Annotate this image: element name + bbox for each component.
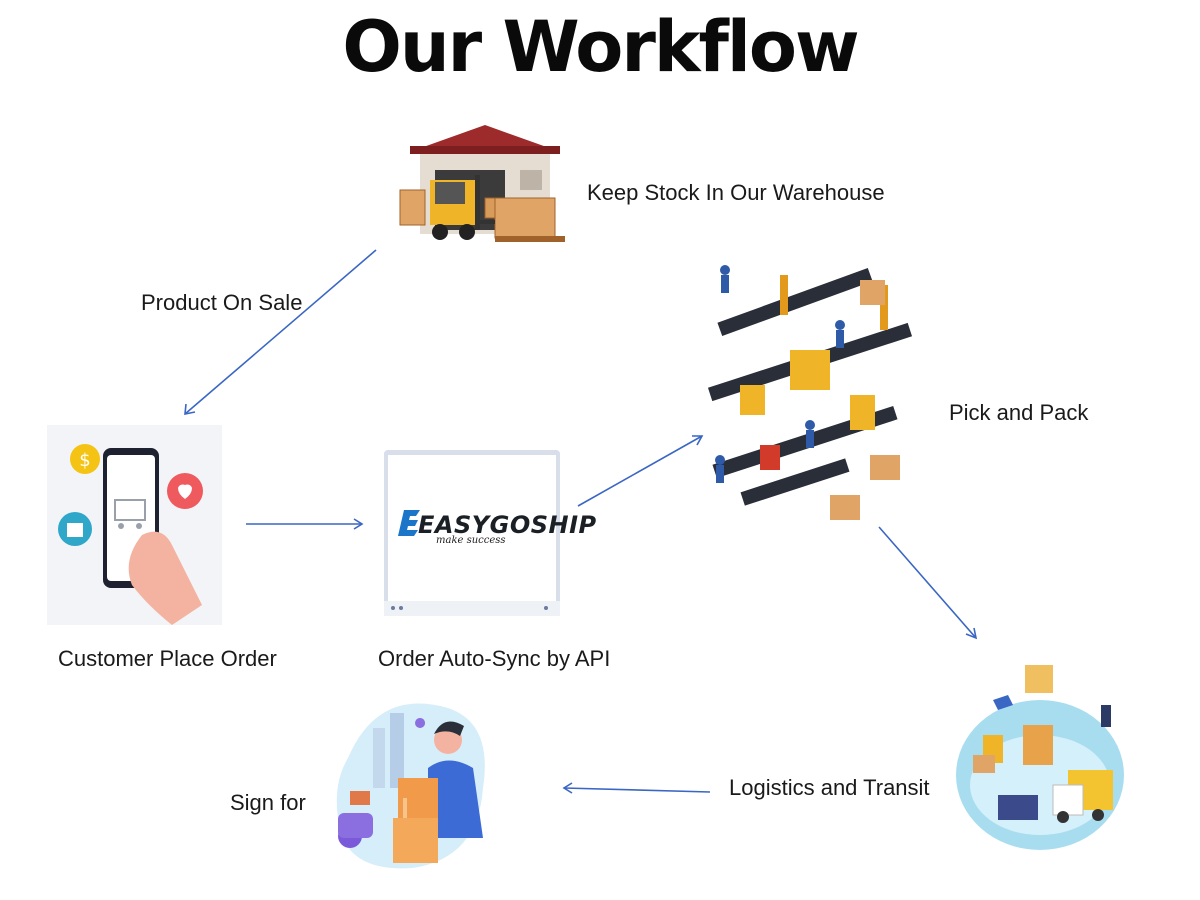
brand-tagline: make success bbox=[436, 535, 506, 546]
shopping-phone-icon: $ bbox=[47, 425, 222, 625]
svg-text:$: $ bbox=[79, 450, 90, 471]
arrow-warehouse-to-customer bbox=[184, 249, 377, 415]
step-on-sale-label: Product On Sale bbox=[141, 290, 303, 315]
warehouse-forklift-icon bbox=[399, 125, 565, 242]
page-title: Our Workflow bbox=[342, 6, 859, 88]
delivery-person-icon bbox=[336, 703, 485, 869]
brand-name: EASYGOSHIP bbox=[418, 511, 597, 539]
arrow-sync-to-pick bbox=[577, 435, 704, 507]
arrow-customer-to-sync bbox=[246, 518, 364, 530]
arrow-logistics-to-sign bbox=[562, 782, 711, 794]
step-sign-label: Sign for bbox=[230, 790, 306, 815]
step-warehouse-label: Keep Stock In Our Warehouse bbox=[587, 180, 885, 205]
step-customer-label: Customer Place Order bbox=[58, 646, 277, 671]
arrow-pick-to-logistics bbox=[878, 526, 978, 640]
laptop-screen-icon bbox=[384, 450, 560, 616]
step-logistics-label: Logistics and Transit bbox=[729, 775, 930, 800]
step-pick-label: Pick and Pack bbox=[949, 400, 1089, 425]
step-sync-label: Order Auto-Sync by API bbox=[378, 646, 611, 671]
logistics-globe-icon bbox=[956, 665, 1124, 850]
factory-conveyor-icon bbox=[707, 265, 913, 520]
